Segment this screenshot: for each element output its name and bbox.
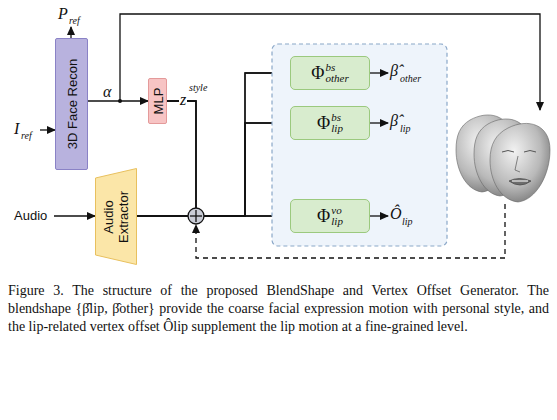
superscript: vo xyxy=(331,205,343,216)
phi-symbol: Φ xyxy=(317,114,330,132)
audio-extractor-box: Audio Extractor xyxy=(95,168,137,265)
symbol-wrap: Φbslip xyxy=(291,107,369,139)
generator-box: Φbsother xyxy=(290,56,370,90)
input-label: Audio xyxy=(14,209,47,222)
sum-symbol xyxy=(188,208,204,224)
script-stack: volip xyxy=(331,205,343,227)
math-symbol: α xyxy=(103,84,111,100)
coefficient-line xyxy=(120,14,540,110)
math-symbol: z xyxy=(179,92,187,108)
output-arrow xyxy=(370,122,388,123)
flow-arrow xyxy=(137,73,290,216)
input-arrow xyxy=(40,129,55,130)
junction-dot xyxy=(118,99,122,103)
symbol-wrap: Φvolip xyxy=(291,200,369,232)
box-label: Audio Extractor xyxy=(101,177,131,257)
subscript: ref xyxy=(69,16,80,26)
subscript: lip xyxy=(331,216,343,227)
superscript: bs xyxy=(325,62,348,73)
subscript: lip xyxy=(331,123,343,134)
superscript: bs xyxy=(331,112,343,123)
math-symbol: β̂ xyxy=(390,113,398,129)
face-mesh-illustration xyxy=(456,115,550,202)
subscript: lip xyxy=(402,217,413,227)
mlp-box: MLP xyxy=(148,78,167,124)
superscript: style xyxy=(188,83,208,93)
phi-symbol: Φ xyxy=(317,207,330,225)
subscript: lip xyxy=(400,124,411,134)
figure-caption: Figure 3. The structure of the proposed … xyxy=(8,282,549,336)
generator-box: Φbslip xyxy=(290,106,370,140)
flow-arrow xyxy=(137,215,290,216)
box-label: MLP xyxy=(150,79,165,123)
subscript: other xyxy=(325,73,348,84)
math-symbol: Ô xyxy=(390,206,402,222)
script-stack: bsother xyxy=(325,62,348,84)
recon-box: 3D Face Recon xyxy=(55,38,88,170)
symbol-wrap: Φbsother xyxy=(291,57,369,89)
subscript: other xyxy=(400,74,421,84)
input-arrow xyxy=(54,215,95,216)
script-stack: bslip xyxy=(331,112,343,134)
generator-region xyxy=(272,44,447,246)
math-symbol: β̂ xyxy=(390,63,398,79)
math-symbol: P xyxy=(58,6,68,22)
math-symbol: I xyxy=(14,121,19,137)
phi-symbol: Φ xyxy=(311,64,324,82)
output-arrow xyxy=(370,72,388,73)
flow-arrow xyxy=(137,123,290,216)
box-label: 3D Face Recon xyxy=(64,41,79,167)
generator-box: Φvolip xyxy=(290,199,370,233)
subscript: ref xyxy=(21,131,32,141)
extractor-outline xyxy=(96,169,137,265)
output-arrow xyxy=(70,27,71,38)
output-arrow xyxy=(370,215,388,216)
